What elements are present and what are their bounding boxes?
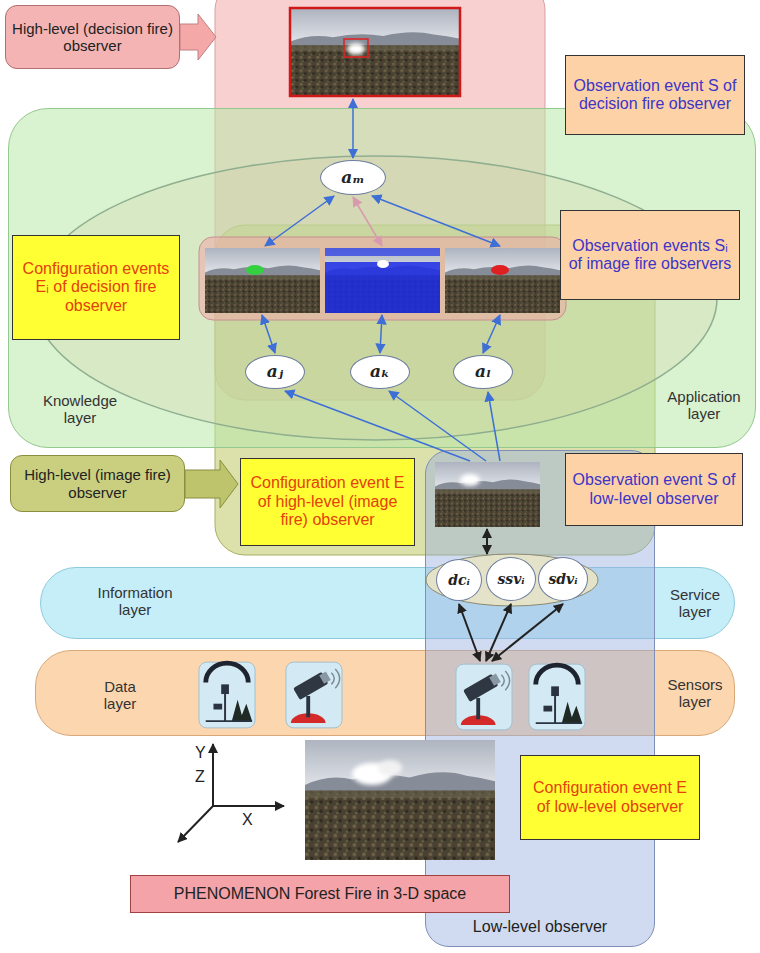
node-label: Configuration event E of high-level (ima… [247,474,408,529]
layer-label: Knowledge layer [38,392,122,427]
observer-arrow [353,197,382,246]
observer-box: High-level (image fire) observer [10,455,185,512]
forest-fire-photo [305,740,495,860]
configuration-event-box: Configuration event E of low-level obser… [520,755,700,840]
fire-image-green [205,248,320,313]
node-label: aₘ [341,168,364,188]
fire-image-blue [325,248,440,313]
axis-label: Z [195,768,205,786]
node-label: Configuration event E of low-level obser… [527,779,693,816]
node-label: aⱼ [267,362,283,382]
fire-image-red [445,248,560,313]
service-ellipse [426,554,598,606]
node-label: PHENOMENON Forest Fire in 3-D space [174,885,467,903]
knowledge-ellipse [33,156,717,440]
camera-icon [286,662,342,728]
layer-label: Service layer [662,586,728,621]
node-label: sdvᵢ [548,571,577,587]
axis-label: X [242,811,253,829]
node-label: Configuration events Eᵢ of decision fire… [19,260,173,315]
node-label: Observation event S of decision fire obs… [572,77,738,114]
agent-node: aⱼ [245,355,305,389]
observation-event-box: Observation event S of decision fire obs… [565,55,745,135]
camera-icon [456,664,512,730]
observation-event-box: Observation event S of low-level observe… [565,453,743,526]
agent-node: aₘ [320,160,386,195]
camera-image [435,462,540,527]
node-label: Observation event S of low-level observe… [572,471,736,508]
sensor-arrows [459,529,563,661]
node-label: High-level (image fire) observer [17,466,178,501]
agent-node: aₗ [453,355,513,389]
agent-node: aₖ [350,355,410,389]
service-node: sdvᵢ [538,557,588,601]
node-label: aₗ [475,362,491,382]
layer-label: Application layer [658,388,750,423]
configuration-event-box: Configuration events Eᵢ of decision fire… [12,235,180,340]
layer-label: Sensors layer [662,676,728,711]
axes [178,744,284,842]
service-node: dcᵢ [436,559,482,601]
node-label: dcᵢ [448,572,470,588]
block-arrow [180,14,216,60]
layer-label: Data layer [92,678,148,713]
observer-arrows [262,99,500,461]
weather-station-icon [199,662,255,728]
axis-label: Y [195,744,206,762]
node-label: High-level (decision fire) observer [12,20,173,55]
node-label: aₖ [370,362,390,382]
layer-label: Low-level observer [445,918,635,936]
node-label: Observation events Sᵢ of image fire obse… [567,237,733,274]
observer-box: High-level (decision fire) observer [5,5,180,69]
weather-station-icon [529,664,585,730]
phenomenon-box: PHENOMENON Forest Fire in 3-D space [130,875,510,913]
decision-image [290,8,460,96]
service-node: ssvᵢ [486,557,536,601]
configuration-event-box: Configuration event E of high-level (ima… [240,458,415,546]
image-group-frame [199,237,566,320]
block-arrow [185,460,238,508]
observation-event-box: Observation events Sᵢ of image fire obse… [560,210,740,300]
node-label: ssvᵢ [497,571,524,587]
layer-label: Information layer [85,584,185,619]
